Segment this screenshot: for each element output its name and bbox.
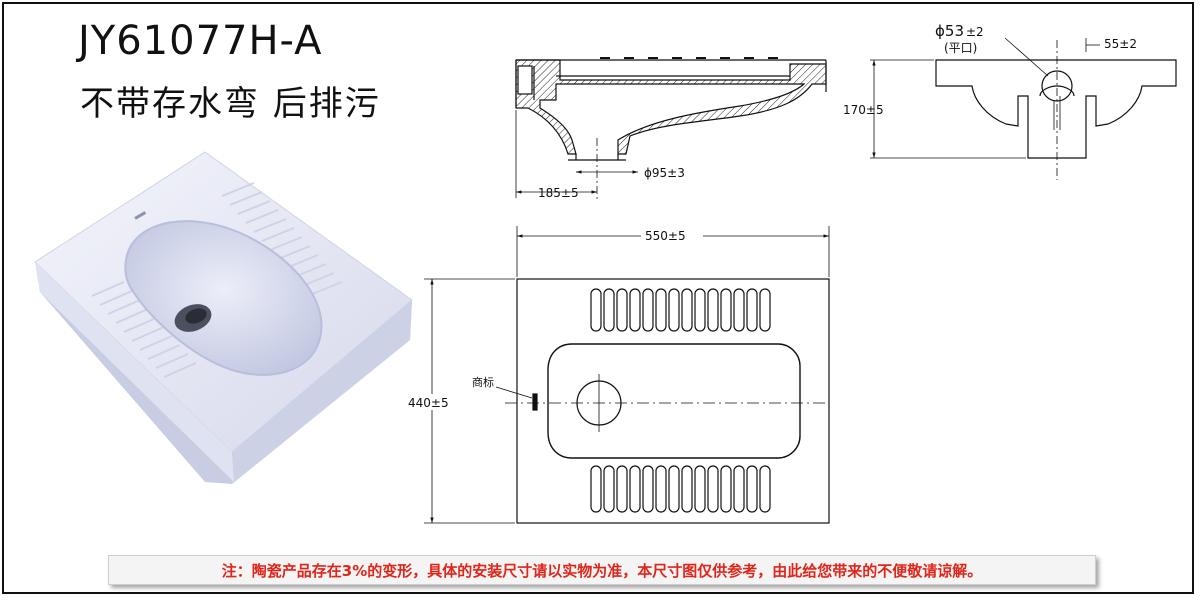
depth-label: 440±5 (408, 396, 449, 410)
flange-note-label: (平口) (944, 41, 977, 55)
side-drain-offset-label: 185±5 (538, 186, 579, 200)
model-number: JY61077H-A (78, 18, 323, 64)
rear-view (870, 37, 1177, 180)
product-image (34, 151, 413, 484)
top-grip-slots (590, 288, 771, 332)
width-label-bg (641, 227, 703, 243)
height-label: 170±5 (843, 103, 884, 117)
outlet-diameter-label: ϕ95±3 (644, 166, 685, 180)
flange-diameter-label: ϕ53±2 (935, 22, 984, 40)
bottom-grip-slots (590, 465, 771, 513)
rear-offset-label: 55±2 (1104, 37, 1137, 51)
trademark-label: 商标 (472, 375, 494, 389)
disclaimer-note: 注：陶瓷产品存在3%的变形，具体的安装尺寸请以实物为准，本尺寸图仅供参考，由此给… (108, 555, 1096, 585)
product-description: 不带存水弯 后排污 (80, 84, 381, 124)
depth-label-bg (406, 394, 458, 410)
width-label: 550±5 (645, 229, 686, 243)
side-section-view (515, 57, 827, 200)
plan-view (424, 226, 830, 524)
